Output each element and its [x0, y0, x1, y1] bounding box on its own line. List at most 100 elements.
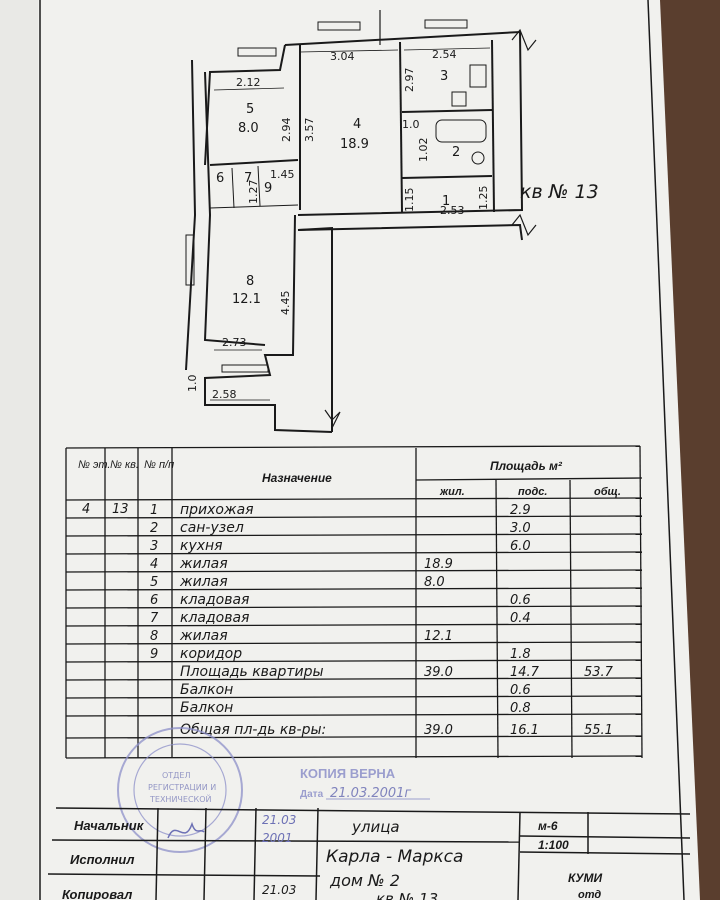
plan-room-6-number: 6: [216, 171, 224, 186]
scale: 1:100: [538, 838, 569, 852]
plan-stove: [469, 64, 487, 88]
row-number: 3: [150, 539, 158, 554]
plan-dim-line-room5: [213, 87, 285, 91]
plan-room-2-number: 2: [452, 145, 460, 160]
plan-dim-1.45: 1.45: [270, 168, 295, 181]
table-row: Балкон 0.8: [180, 700, 531, 716]
round-stamp-line-3: ТЕХНИЧЕСКОЙ: [149, 793, 212, 804]
plan-window-kitchen: [424, 19, 468, 29]
row-living-area: 39.0: [424, 665, 453, 680]
plan-dim-2.94: 2.94: [280, 118, 293, 143]
row-purpose: сан-узел: [180, 520, 244, 536]
row-number: 1: [150, 503, 158, 518]
plan-room-3-number: 3: [440, 69, 448, 84]
row-purpose: Балкон: [180, 700, 233, 716]
title-block: [47, 807, 691, 900]
plan-dim-2.12: 2.12: [236, 76, 261, 89]
plan-room-8-number: 8: [246, 274, 254, 289]
row-aux-area: 3.0: [510, 521, 531, 536]
org-name: КУМИ: [568, 871, 603, 885]
table-header: № эт. № кв. № п/п Назначение Площадь м² …: [78, 459, 621, 498]
plan-room-7-number: 7: [244, 171, 252, 186]
label-chief: Начальник: [74, 818, 145, 833]
row-purpose: жилая: [179, 556, 228, 572]
table-floor-apt: 4 13: [82, 502, 129, 517]
row-purpose: Общая пл-дь кв-ры:: [180, 722, 326, 738]
cell-apt: 13: [112, 502, 129, 517]
row-aux-area: 0.6: [510, 593, 531, 608]
row-aux-area: 1.8: [510, 647, 531, 662]
row-living-area: 8.0: [424, 575, 445, 590]
row-aux-area: 16.1: [510, 723, 539, 738]
plan-dim-balcony-1.0: 1.0: [186, 375, 199, 393]
plan-wall-bath-bottom: [401, 175, 493, 179]
sheet-code: м-6: [538, 819, 558, 833]
plan-dim-2.58: 2.58: [212, 388, 237, 401]
header-living: жил.: [439, 486, 465, 498]
explication-table: [65, 445, 643, 759]
plan-dim-line-room4: [299, 49, 399, 53]
plan-room-1-number: 1: [442, 194, 450, 209]
plan-wall-room4-right: [399, 41, 403, 213]
row-purpose: Балкон: [180, 682, 233, 698]
date-1: 21.03: [262, 813, 296, 827]
plan-window-room8: [185, 234, 195, 286]
paper-frame-right: [647, 0, 685, 900]
label-copied: Копировал: [62, 887, 132, 900]
header-item: № п/п: [144, 459, 174, 471]
plan-window-room5: [237, 47, 277, 57]
plan-balcony-rail: [221, 364, 269, 373]
plan-break-mark-bottom: [324, 409, 341, 429]
signature-chief: [167, 821, 205, 839]
plan-wall-corridor: [297, 223, 523, 241]
table-row: 8 жилая 12.1: [150, 628, 453, 644]
plan-dim-2.73: 2.73: [222, 336, 247, 349]
plan-dim-2.97: 2.97: [403, 68, 416, 93]
date-1-year: 2001: [262, 831, 293, 845]
copy-stamp-date-label: Дата: [300, 789, 324, 800]
house-number: дом № 2: [329, 871, 400, 890]
apartment-line: кв № 13: [376, 890, 438, 900]
plan-wall-closet7: [257, 165, 261, 207]
plan-dim-2.53: 2.53: [440, 204, 465, 217]
plan-room-5-number: 5: [246, 102, 254, 117]
row-purpose: жилая: [179, 574, 228, 590]
org-sub: отд: [578, 889, 601, 900]
row-number: 8: [150, 629, 158, 644]
paper-sheet: [0, 0, 700, 900]
plan-dim-1.25: 1.25: [477, 186, 490, 211]
floor-plan: [185, 10, 537, 433]
plan-break-mark-top: [511, 28, 537, 52]
row-aux-area: 0.4: [510, 611, 531, 626]
row-total-area: 55.1: [584, 723, 613, 738]
row-purpose: кладовая: [180, 610, 249, 626]
plan-room-5-area: 8.0: [238, 121, 259, 136]
plan-dim-4.45: 4.45: [279, 291, 292, 316]
plan-dim-1.15: 1.15: [403, 188, 416, 213]
plan-wall-kitchen-bottom: [401, 109, 493, 113]
plan-room-4-number: 4: [353, 117, 361, 132]
header-area: Площадь м²: [490, 459, 563, 473]
plan-dim-line-kitchen: [403, 47, 491, 51]
plan-wall-room5-bottom: [209, 159, 299, 166]
plan-dim-3.57: 3.57: [303, 118, 316, 143]
plan-wall-room8-left: [203, 71, 266, 346]
row-purpose: жилая: [179, 628, 228, 644]
plan-dim-1.02: 1.02: [417, 138, 430, 163]
row-living-area: 18.9: [424, 557, 453, 572]
label-performer: Исполнил: [70, 852, 134, 867]
row-number: 2: [150, 521, 158, 536]
round-stamp-line-2: РЕГИСТРАЦИИ И: [148, 783, 216, 792]
row-aux-area: 0.8: [510, 701, 531, 716]
row-number: 7: [150, 611, 159, 626]
row-living-area: 12.1: [424, 629, 453, 644]
plan-dim-2.54: 2.54: [432, 48, 457, 61]
